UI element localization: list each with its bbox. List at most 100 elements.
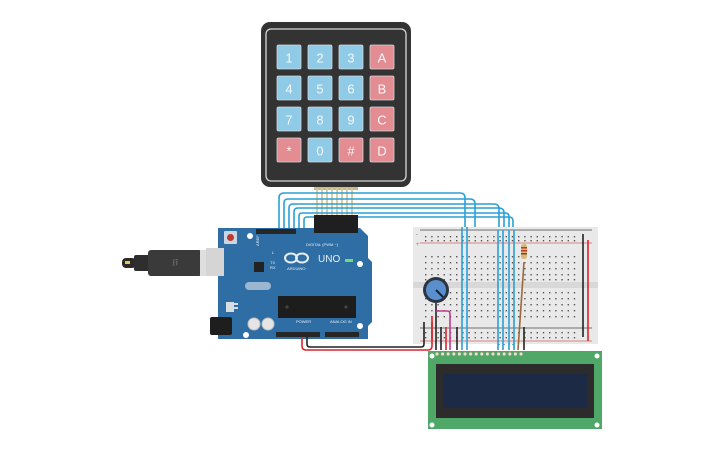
key-label: # <box>347 144 355 159</box>
lcd-pin <box>485 352 490 357</box>
tx-label: TX <box>270 260 275 265</box>
potentiometer[interactable] <box>423 277 449 303</box>
usb-icon: ⭿ <box>172 258 178 269</box>
key-5[interactable]: 5 <box>307 75 333 101</box>
keypad-border <box>265 28 407 182</box>
key-face <box>307 75 333 101</box>
key-face <box>369 75 395 101</box>
rail-plus-label: + <box>416 242 420 248</box>
lcd-pin <box>440 352 445 357</box>
digital-label: DIGITAL (PWM ~) <box>306 242 339 247</box>
lcd-pin <box>502 352 507 357</box>
key-label: 2 <box>316 51 323 66</box>
key-face <box>338 106 364 132</box>
rx-label: RX <box>270 265 276 270</box>
lcd-pin <box>451 352 456 357</box>
lcd-pin <box>463 352 468 357</box>
analog-label: ANALOG IN <box>330 319 352 324</box>
power-label: POWER <box>296 319 311 324</box>
key-7[interactable]: 7 <box>276 106 302 132</box>
key-6[interactable]: 6 <box>338 75 364 101</box>
key-face <box>307 44 333 70</box>
key-face <box>338 44 364 70</box>
key-hash[interactable]: # <box>338 137 364 163</box>
key-label: 4 <box>285 82 292 97</box>
power-wires <box>301 227 525 351</box>
lcd-pin <box>491 352 496 357</box>
key-8[interactable]: 8 <box>307 106 333 132</box>
aref-label: AREF <box>255 235 260 246</box>
key-label: 6 <box>347 82 354 97</box>
keypad-wires <box>278 188 514 345</box>
key-A[interactable]: A <box>369 44 395 70</box>
key-face <box>369 137 395 163</box>
lcd-pin <box>446 352 451 357</box>
arduino-logo <box>284 252 309 264</box>
key-D[interactable]: D <box>369 137 395 163</box>
key-label: 5 <box>316 82 323 97</box>
key-1[interactable]: 1 <box>276 44 302 70</box>
power-led <box>345 259 353 262</box>
key-face <box>276 137 302 163</box>
lcd-pin <box>474 352 479 357</box>
lcd-pin <box>468 352 473 357</box>
key-label: 0 <box>316 144 323 159</box>
key-label: A <box>378 51 387 66</box>
key-9[interactable]: 9 <box>338 106 364 132</box>
lcd-pin <box>513 352 518 357</box>
key-label: B <box>378 82 387 97</box>
keypad[interactable]: 1 2 3 A 4 5 6 B 7 8 9 C * 0 # D <box>261 22 411 190</box>
reset-button-cap <box>227 234 234 241</box>
digital-header-low <box>256 229 296 234</box>
key-face <box>276 106 302 132</box>
breadboard-wires <box>517 234 589 351</box>
lcd-pin <box>435 352 440 357</box>
breadboard-center-channel <box>413 282 598 288</box>
key-star[interactable]: * <box>276 137 302 163</box>
key-3[interactable]: 3 <box>338 44 364 70</box>
lcd-pin <box>507 352 512 357</box>
key-face <box>338 137 364 163</box>
lcd-pin <box>496 352 501 357</box>
rail-minus-label: - <box>416 232 418 238</box>
lcd-display[interactable] <box>428 351 602 429</box>
resistor <box>521 244 527 259</box>
arduino-uno[interactable]: DIGITAL (PWM ~) AREF UNO ARDUINO L TX RX <box>206 215 372 339</box>
key-2[interactable]: 2 <box>307 44 333 70</box>
keypad-connector <box>314 187 358 190</box>
key-label: * <box>286 144 291 159</box>
led-l-label: L <box>272 250 275 255</box>
key-label: 3 <box>347 51 354 66</box>
key-B[interactable]: B <box>369 75 395 101</box>
key-face <box>338 75 364 101</box>
brand-label: ARDUINO <box>287 266 305 271</box>
key-face <box>276 44 302 70</box>
lcd-screen <box>443 374 587 408</box>
digital-header-high <box>314 215 358 233</box>
key-face <box>307 137 333 163</box>
key-label: 7 <box>285 113 292 128</box>
power-header <box>276 332 320 337</box>
key-label: D <box>377 144 386 159</box>
key-label: 8 <box>316 113 323 128</box>
usb-port <box>206 248 224 276</box>
model-label: UNO <box>318 254 340 265</box>
key-face <box>276 75 302 101</box>
power-jack <box>210 317 232 335</box>
key-label: C <box>377 113 386 128</box>
lcd-pin <box>457 352 462 357</box>
key-label: 1 <box>285 51 292 66</box>
key-C[interactable]: C <box>369 106 395 132</box>
key-0[interactable]: 0 <box>307 137 333 163</box>
key-label: 9 <box>347 113 354 128</box>
lcd-pins <box>435 352 524 357</box>
key-4[interactable]: 4 <box>276 75 302 101</box>
key-face <box>307 106 333 132</box>
lcd-pin <box>519 352 524 357</box>
lcd-pin <box>479 352 484 357</box>
analog-header <box>325 332 359 337</box>
key-face <box>369 106 395 132</box>
key-face <box>369 44 395 70</box>
atmega-chip <box>278 296 356 318</box>
